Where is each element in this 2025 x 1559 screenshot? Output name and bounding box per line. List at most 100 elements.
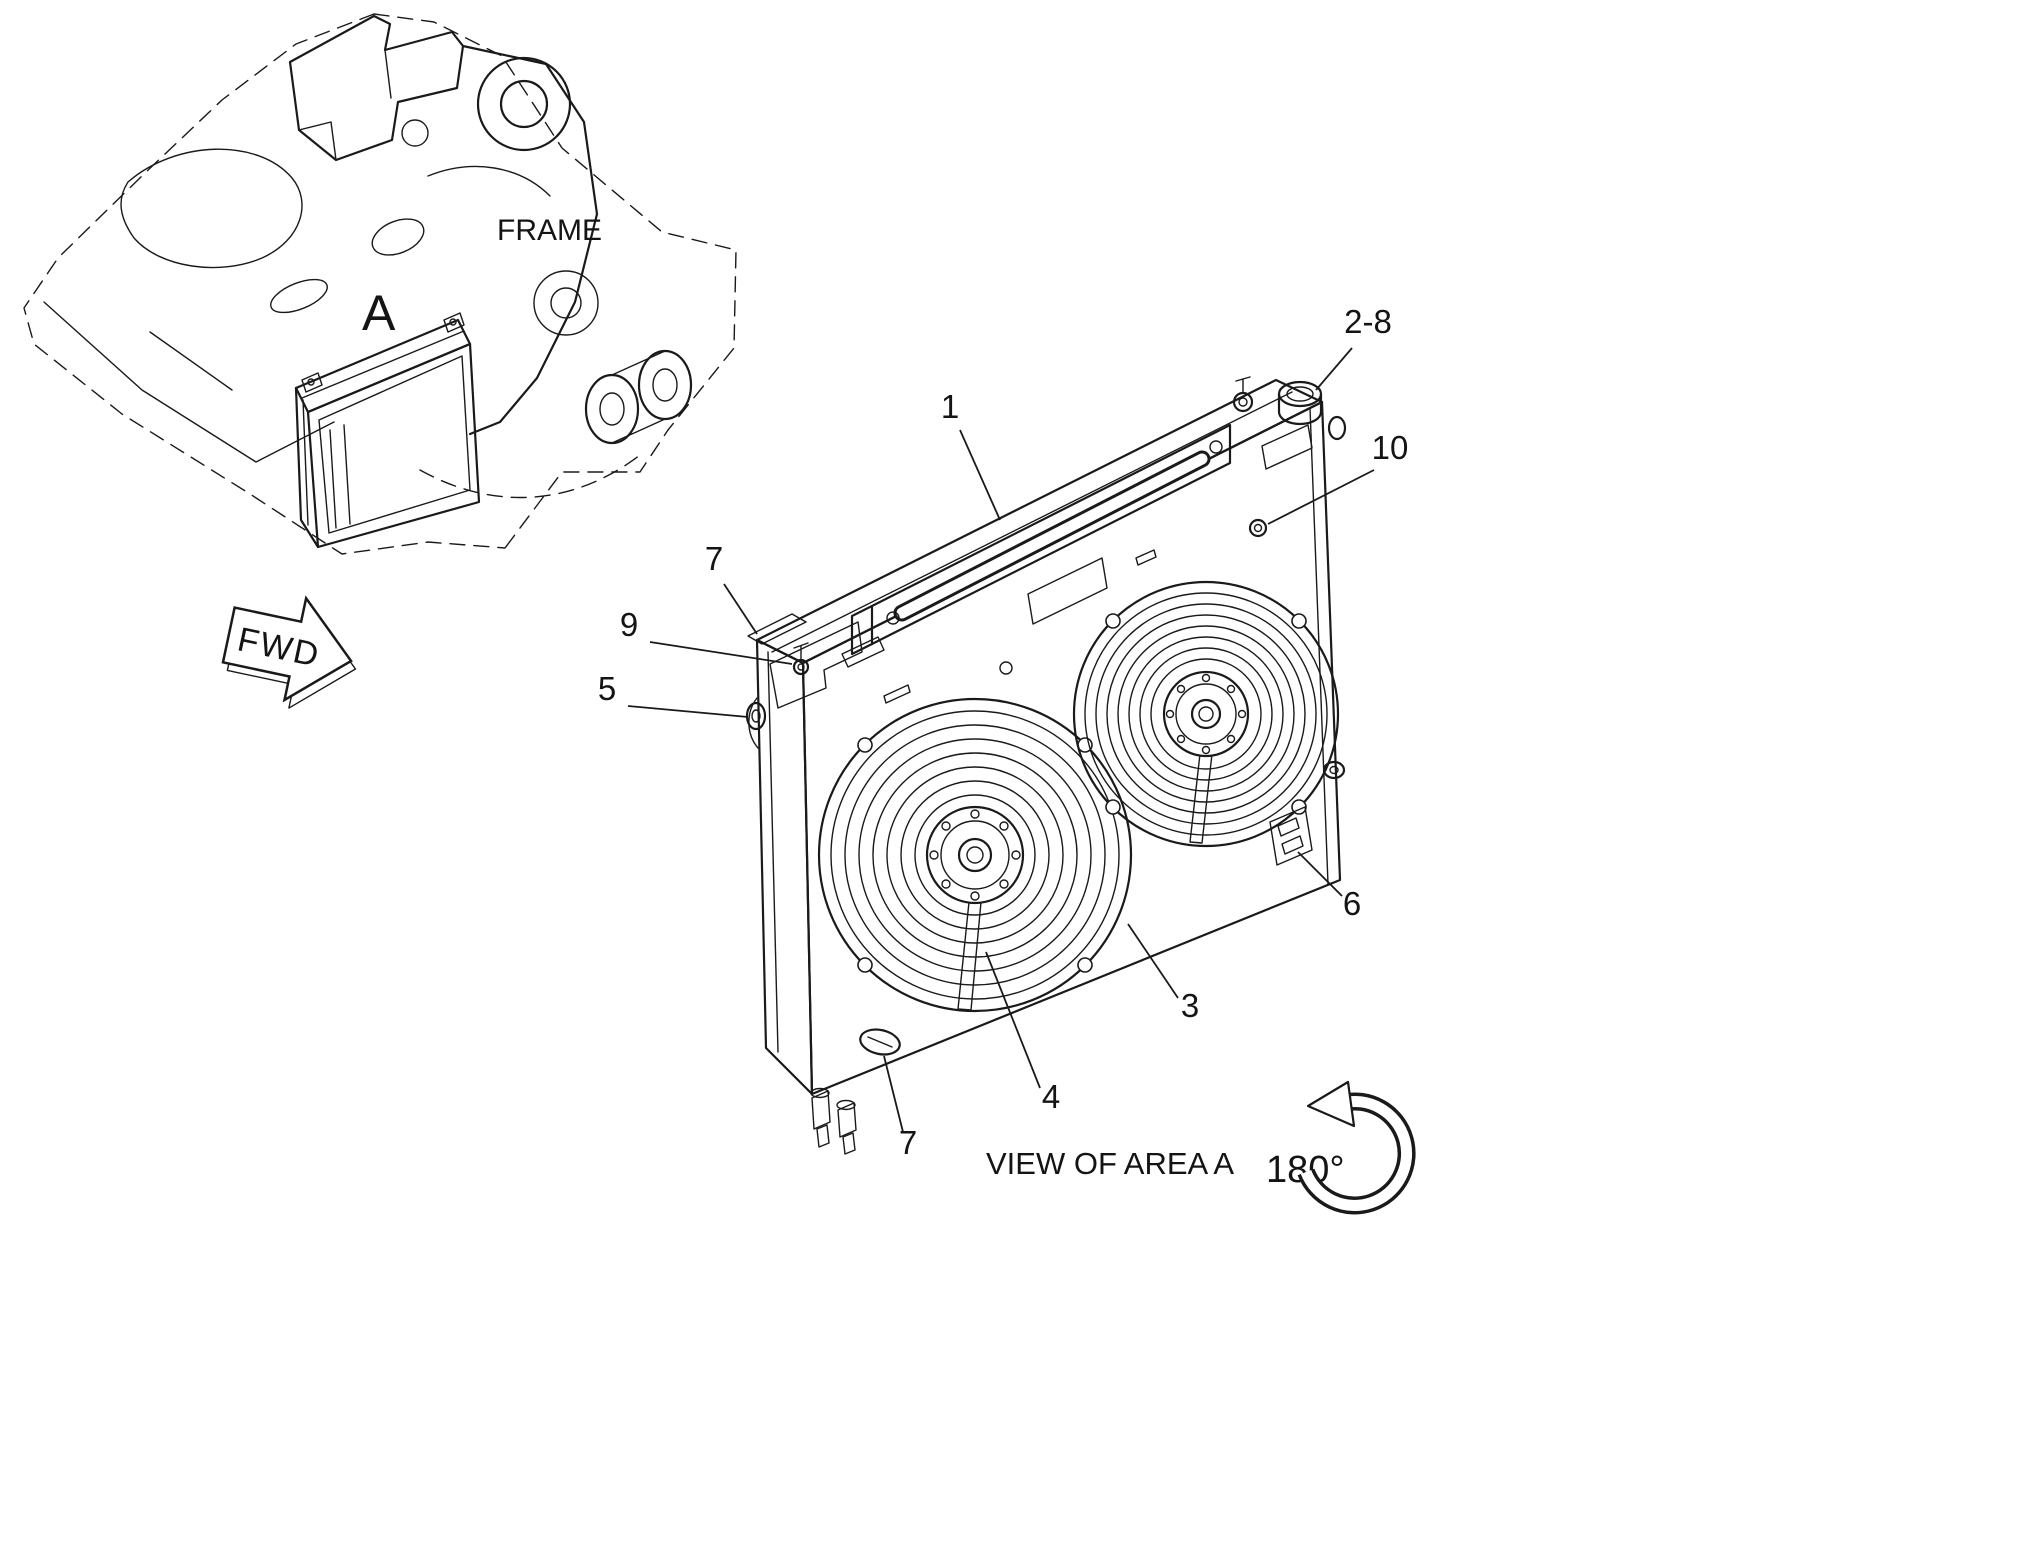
leader-line <box>649 641 793 665</box>
bottom-feet <box>810 1087 857 1155</box>
pivot-bushing <box>637 349 693 421</box>
bracket-slot <box>896 453 1208 619</box>
mounting-bracket <box>841 423 1232 668</box>
frame-sketch: FRAME A <box>23 13 737 555</box>
fan-motor-center <box>1198 706 1214 722</box>
bracket-bar <box>870 423 1232 646</box>
left-nipple <box>745 701 767 731</box>
bushing-link <box>611 350 666 444</box>
left-face-seam <box>767 651 779 1053</box>
frame-right-plate <box>461 44 599 436</box>
frame-top-bracket-detail <box>298 49 392 161</box>
fan-guard-ring <box>1084 592 1328 836</box>
leader-line <box>959 429 1001 521</box>
fan-mount-tab <box>1077 957 1093 973</box>
fan-motor-center <box>966 846 984 864</box>
leader-line <box>1315 347 1353 391</box>
fan-strut <box>1189 753 1213 844</box>
callout-7-bottom: 7 <box>883 1055 917 1161</box>
fwd-arrow-outline <box>221 595 353 703</box>
support-bracket-slot <box>1281 835 1304 855</box>
callout-9: 9 <box>620 606 793 665</box>
vent-slot <box>1135 549 1157 566</box>
callout-number: 10 <box>1372 429 1409 466</box>
hub-bolt <box>999 879 1009 889</box>
leader-line <box>627 705 749 718</box>
radiator-core-border <box>318 355 471 534</box>
fan-motor-cap <box>1190 698 1222 730</box>
hub-bolt <box>1165 709 1175 719</box>
hub-bolt <box>970 809 980 819</box>
fan-guard-ring <box>1128 636 1284 792</box>
hub-bolt <box>1201 745 1211 755</box>
fan-guard-ring <box>817 697 1133 1013</box>
fan-guard-ring <box>844 724 1106 986</box>
fan-mount-tab <box>1105 799 1121 815</box>
callout-3: 3 <box>1127 923 1199 1024</box>
fan-mount-tab <box>1105 613 1121 629</box>
fwd-arrow: FWD <box>221 595 357 709</box>
support-bracket-body <box>1269 806 1313 866</box>
frame-cutout <box>120 148 303 269</box>
filler-cap-group <box>1232 376 1347 470</box>
vent-slot <box>883 684 911 704</box>
foot-mount <box>837 1102 857 1138</box>
callout-10: 10 <box>1267 429 1409 525</box>
fan-hub-flange <box>1175 683 1237 745</box>
lift-boss-outer <box>476 56 572 152</box>
leader-line <box>1297 851 1343 897</box>
fan-mount-tab <box>1291 613 1307 629</box>
fan-guard-ring <box>872 752 1078 958</box>
frame-label: FRAME <box>497 214 602 247</box>
rotation-arc-inner <box>1300 1095 1413 1211</box>
callouts: 1 2-8 10 7 9 5 6 3 <box>598 303 1409 1161</box>
radiator-side-edge <box>294 386 320 549</box>
leader-line <box>985 951 1041 1089</box>
foot-bolt <box>842 1132 856 1155</box>
rotation-arrowhead <box>1306 1080 1356 1128</box>
support-bracket-slot <box>1277 817 1300 837</box>
callout-4: 4 <box>985 951 1060 1115</box>
hub-bolt <box>941 879 951 889</box>
radiator-clamp <box>301 372 323 393</box>
fan-motor-cap <box>957 837 993 873</box>
frame-phantom-outline <box>23 13 506 555</box>
drain-plug <box>859 1028 901 1056</box>
bracket-foot <box>841 636 885 668</box>
fitting-bracket <box>769 621 863 709</box>
top-face-seam <box>771 391 1293 653</box>
leader-line <box>1127 923 1179 999</box>
fan-guard-ring <box>914 794 1036 916</box>
callout-number: 5 <box>598 670 616 707</box>
hub-bolt <box>1226 734 1236 744</box>
filler-cap-inner <box>1286 386 1314 402</box>
fan-guard-ring <box>900 780 1050 930</box>
lower-outlet-bore <box>1329 765 1339 775</box>
hub-bolt <box>999 821 1009 831</box>
hub-bolt <box>970 891 980 901</box>
drain-plug-group <box>859 1028 901 1056</box>
vent-fitting-group <box>769 621 863 709</box>
fan-guard-ring <box>1150 658 1262 770</box>
left-nipple-group <box>745 697 767 749</box>
fan-hub-flange <box>940 820 1010 890</box>
bracket-bolt <box>886 611 900 625</box>
upper-outlet-nipple <box>1327 415 1347 441</box>
hub-bolt <box>1201 673 1211 683</box>
view-caption: VIEW OF AREA A <box>986 1146 1234 1181</box>
frame-structure-line <box>43 301 335 463</box>
callout-number: 7 <box>899 1124 917 1161</box>
foot-mount <box>811 1090 831 1130</box>
id-plate <box>1027 557 1108 625</box>
radiator-top-seam <box>301 330 465 399</box>
hub-bolt <box>1226 684 1236 694</box>
leader-line <box>883 1055 904 1133</box>
pivot-bushing-hole <box>652 368 678 402</box>
shroud-bolt-10 <box>1248 518 1268 538</box>
filler-cap-top <box>1277 380 1323 408</box>
fan-strut <box>957 901 982 1011</box>
fan-guard-ring <box>886 766 1064 944</box>
callout-1: 1 <box>941 388 1001 521</box>
foot-washer <box>836 1099 856 1111</box>
